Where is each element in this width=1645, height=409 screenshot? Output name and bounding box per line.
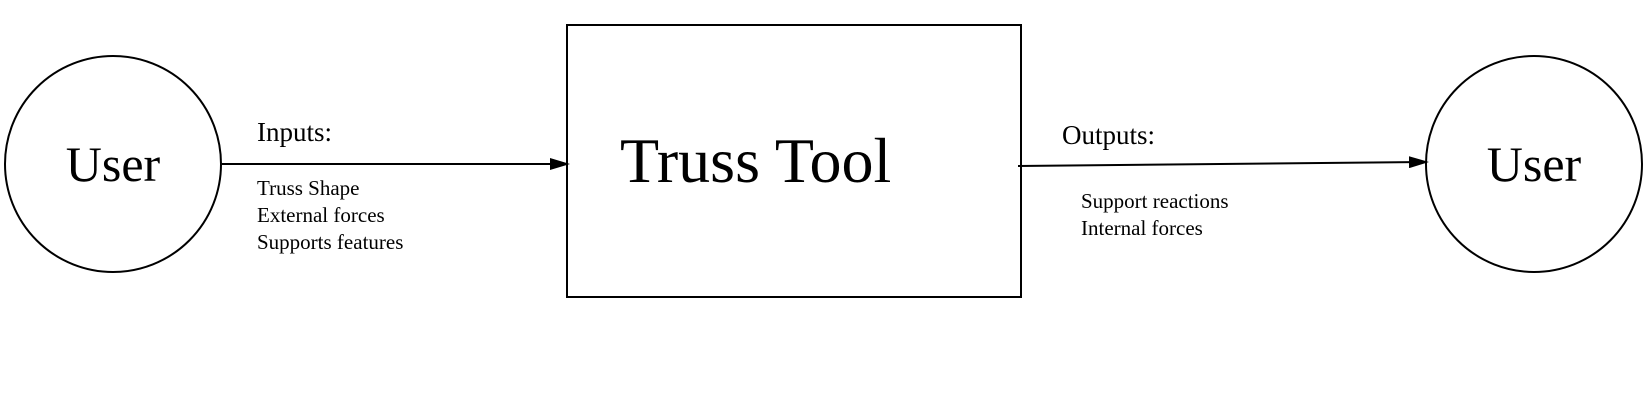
inputs-label-group: Inputs: Truss Shape External forces Supp… bbox=[257, 117, 403, 254]
outputs-heading: Outputs: bbox=[1062, 120, 1155, 150]
input-item-external-forces: External forces bbox=[257, 203, 385, 227]
outputs-label-group: Outputs: Support reactions Internal forc… bbox=[1062, 120, 1229, 240]
user-right-node: User bbox=[1425, 55, 1643, 273]
truss-tool-node: Truss Tool bbox=[566, 24, 1022, 298]
output-arrow bbox=[1017, 156, 1429, 169]
inputs-heading: Inputs: bbox=[257, 117, 332, 147]
truss-tool-label: Truss Tool bbox=[620, 125, 891, 196]
output-item-support-reactions: Support reactions bbox=[1081, 189, 1229, 213]
user-right-label: User bbox=[1487, 136, 1582, 192]
user-left-node: User bbox=[4, 55, 222, 273]
input-item-supports-features: Supports features bbox=[257, 230, 403, 254]
user-left-label: User bbox=[66, 136, 161, 192]
input-item-truss-shape: Truss Shape bbox=[257, 176, 360, 200]
user-right-circle bbox=[1425, 55, 1643, 273]
truss-tool-box bbox=[566, 24, 1022, 298]
user-left-circle bbox=[4, 55, 222, 273]
output-item-internal-forces: Internal forces bbox=[1081, 216, 1203, 240]
